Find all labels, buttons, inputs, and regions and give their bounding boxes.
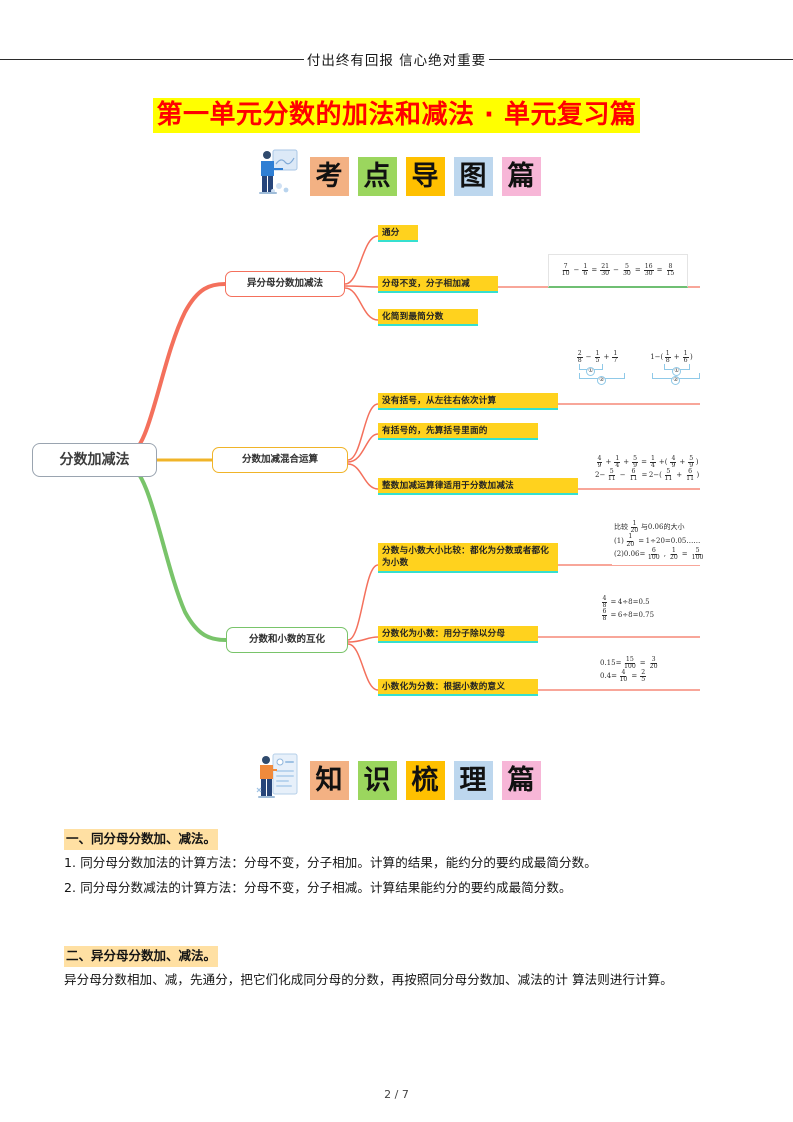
order-mark-1: ① xyxy=(586,367,596,377)
section-1-item-1: 1. 同分母分数加法的计算方法：分母不变，分子相加。计算的结果，能约分的要约成最… xyxy=(64,854,597,870)
banner-tile-5: 篇 xyxy=(501,761,541,800)
banner-tile-3: 梳 xyxy=(405,761,445,800)
mindmap-leaf-with-parentheses[interactable]: 有括号的，先算括号里面的 xyxy=(378,423,538,441)
order-mark-2: ② xyxy=(671,376,681,386)
banner-tile-3: 导 xyxy=(405,157,445,196)
banner-tile-2: 点 xyxy=(357,157,397,196)
running-head-rule-right xyxy=(489,58,793,60)
section-1-item-2: 2. 同分母分数减法的计算方法：分母不变，分子相减。计算结果能约分的要约成最简分… xyxy=(64,879,572,895)
banner-tile-2: 识 xyxy=(357,761,397,800)
running-head: 付出终有回报 信心绝对重要 xyxy=(0,48,793,70)
mindmap-root-node[interactable]: 分数加减法 xyxy=(32,443,157,477)
banner-tile-1: 考 xyxy=(309,157,349,196)
page-number: 2 / 7 xyxy=(384,1088,409,1101)
mindmap-leaf-tongfen[interactable]: 通分 xyxy=(378,225,418,243)
teacher-presenting-icon xyxy=(253,148,299,196)
mindmap-leaf-simplify[interactable]: 化简到最简分数 xyxy=(378,309,478,327)
section-2-heading: 二、异分母分数加、减法。 xyxy=(64,946,219,967)
mindmap-branch-fraction-decimal[interactable]: 分数和小数的互化 xyxy=(226,627,348,653)
mindmap-leaf-compare-size[interactable]: 分数与小数大小比较：都化为分数或者都化为小数 xyxy=(378,543,558,573)
mindmap-leaf-decimal-to-fraction[interactable]: 小数化为分数：根据小数的意义 xyxy=(378,679,538,697)
running-head-rule-left xyxy=(0,58,304,60)
banner-zhishi-shuli: 知 识 梳 理 篇 xyxy=(0,752,793,800)
mindmap-leaf-no-parentheses[interactable]: 没有括号，从左往右依次计算 xyxy=(378,393,558,411)
banner-kaodian-daotu: 考 点 导 图 篇 xyxy=(0,148,793,196)
content-section-2: 二、异分母分数加、减法。 异分母分数相加、减，先通分，把它们化成同分母的分数，再… xyxy=(64,945,732,992)
mindmap: 分数加减法 异分母分数加减法 分数加减混合运算 分数和小数的互化 通分 分母不变… xyxy=(0,212,793,722)
person-checklist-icon xyxy=(253,752,299,800)
banner-tile-4: 图 xyxy=(453,157,493,196)
content-section-1: 一、同分母分数加、减法。 1. 同分母分数加法的计算方法：分母不变，分子相加。计… xyxy=(64,828,732,900)
mindmap-leaf-operation-laws[interactable]: 整数加减运算律适用于分数加减法 xyxy=(378,478,578,496)
mindmap-branch-unlike-denominator[interactable]: 异分母分数加减法 xyxy=(225,271,345,297)
mindmap-branch-label: 分数加减混合运算 xyxy=(241,454,318,466)
mindmap-branch-label: 分数和小数的互化 xyxy=(248,634,325,646)
banner-tile-5: 篇 xyxy=(501,157,541,196)
mindmap-leaf-denominator-unchanged[interactable]: 分母不变，分子相加减 xyxy=(378,276,498,294)
section-1-heading: 一、同分母分数加、减法。 xyxy=(64,829,219,850)
banner-tile-1: 知 xyxy=(309,761,349,800)
page-title: 第一单元分数的加法和减法 · 单元复习篇 xyxy=(152,98,641,133)
mindmap-branch-label: 异分母分数加减法 xyxy=(246,278,323,290)
running-head-text: 付出终有回报 信心绝对重要 xyxy=(306,53,487,69)
mindmap-root-label: 分数加减法 xyxy=(59,451,130,468)
banner-tile-4: 理 xyxy=(453,761,493,800)
page-title-container: 第一单元分数的加法和减法 · 单元复习篇 xyxy=(0,98,793,133)
section-2-paragraph: 异分母分数相加、减，先通分，把它们化成同分母的分数，再按照同分母分数加、减法的计… xyxy=(64,971,673,987)
mindmap-leaf-fraction-to-decimal[interactable]: 分数化为小数：用分子除以分母 xyxy=(378,626,538,644)
order-mark-1: ① xyxy=(672,367,682,377)
compare-title: 比较 1 20 与0.06的大小 xyxy=(614,519,685,535)
mindmap-branch-mixed-operations[interactable]: 分数加减混合运算 xyxy=(212,447,348,473)
order-mark-2: ② xyxy=(597,376,607,386)
